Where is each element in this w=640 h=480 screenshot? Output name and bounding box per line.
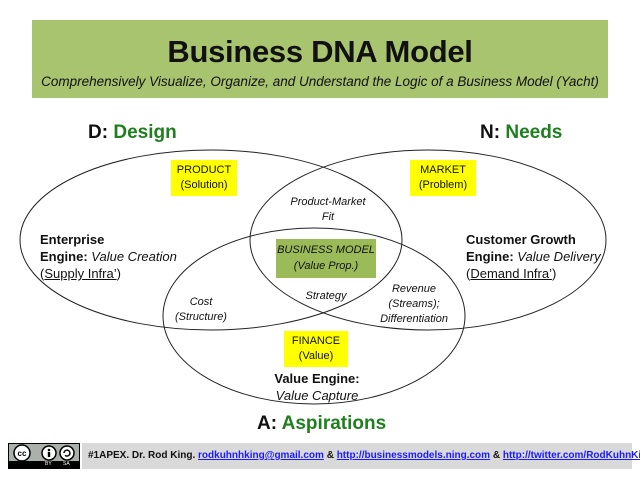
badge-line: PRODUCT [176, 164, 232, 176]
twitter-link[interactable]: http://twitter.com/RodKuhnKing [502, 450, 640, 461]
strategy-label: Strategy [305, 290, 347, 302]
engine-label: Engine: [466, 249, 514, 264]
cc-sa-text: SA [63, 461, 70, 467]
business-model-box: BUSINESS MODEL (Value Prop.) [276, 239, 376, 278]
label-line: Revenue [391, 283, 437, 295]
value-engine: Value Engine: Value Capture [270, 370, 364, 404]
engine-value: Value Delivery [517, 249, 601, 264]
needs-ellipse [249, 149, 607, 331]
cc-text: cc [18, 449, 27, 458]
heading-word: Design [113, 122, 177, 143]
badge-line: BUSINESS MODEL [277, 244, 375, 256]
aspirations-ellipse [162, 227, 466, 405]
engine-label: Engine: [40, 249, 88, 264]
badge-line: (Solution) [180, 179, 228, 191]
heading-letter: N: [480, 122, 501, 143]
footer-bar: #1APEX. Dr. Rod King. rodkuhnhking@gmail… [82, 443, 640, 469]
page-subtitle: Comprehensively Visualize, Organize, and… [41, 74, 599, 89]
badge-line: (Value) [298, 350, 334, 362]
engine-label: Value Engine: [274, 371, 360, 386]
product-badge: PRODUCT (Solution) [171, 160, 237, 196]
cc-by-sa-icon: cc [13, 444, 75, 462]
engine-infra: Demand Infra’ [470, 266, 552, 281]
engine-value: Value Capture [275, 388, 359, 403]
engine-title: Enterprise [40, 232, 105, 247]
footer-separator: & [492, 450, 501, 461]
engine-title: Customer Growth [466, 232, 576, 247]
enterprise-engine: Enterprise Engine: Value Creation (Suppl… [40, 232, 177, 281]
footer-author: #1APEX. Dr. Rod King. [88, 450, 196, 461]
label-line: Fit [321, 211, 335, 223]
footer-separator: & [326, 450, 334, 461]
creative-commons-badge: cc BY SA [8, 443, 80, 469]
label-line: Cost [189, 296, 213, 308]
heading-letter: D: [88, 122, 109, 143]
badge-line: (Value Prop.) [293, 260, 359, 272]
label-line: (Structure) [175, 311, 227, 323]
label-line: Differentiation [380, 313, 448, 325]
market-badge: MARKET (Problem) [410, 160, 476, 196]
cc-by-text: BY [45, 461, 52, 467]
cc-label-bar: BY SA [9, 461, 79, 468]
heading-word: Needs [505, 122, 563, 143]
heading-letter: A: [257, 413, 278, 434]
cost-structure-label: Cost (Structure) [170, 295, 232, 325]
heading-aspirations: A: Aspirations [257, 413, 386, 435]
badge-line: FINANCE [291, 335, 341, 347]
product-market-fit-label: Product-Market Fit [280, 195, 376, 225]
heading-word: Aspirations [281, 413, 387, 434]
business-models-link[interactable]: http://businessmodels.ning.com [336, 450, 491, 461]
label-line: (Streams); [388, 298, 440, 310]
label-line: Product-Market [290, 196, 366, 208]
heading-design: D: Design [88, 122, 177, 144]
badge-line: MARKET [420, 164, 466, 176]
badge-line: (Problem) [418, 179, 468, 191]
email-link[interactable]: rodkuhnhking@gmail.com [198, 450, 324, 461]
finance-badge: FINANCE (Value) [284, 331, 348, 367]
customer-growth-engine: Customer Growth Engine: Value Delivery (… [466, 232, 601, 281]
engine-value: Value Creation [91, 249, 177, 264]
design-ellipse [19, 149, 403, 331]
heading-needs: N: Needs [480, 122, 562, 144]
title-banner: Business DNA Model Comprehensively Visua… [32, 20, 608, 98]
revenue-label: Revenue (Streams); Differentiation [372, 282, 456, 327]
page-title: Business DNA Model [167, 34, 473, 69]
engine-infra: Supply Infra’ [44, 266, 117, 281]
